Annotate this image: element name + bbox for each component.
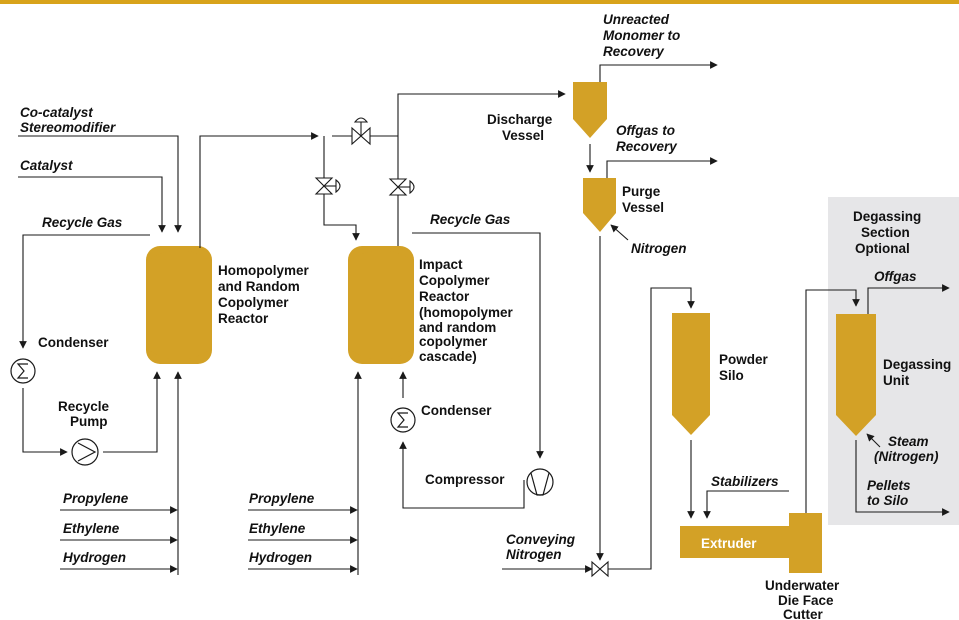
nitrogen-label: Nitrogen	[631, 241, 687, 256]
propylene-left-label: Propylene	[63, 491, 129, 506]
recycle-pump-label-2: Pump	[70, 414, 108, 429]
degassing-unit-label-2: Unit	[883, 373, 910, 388]
recycle-pump-label-1: Recycle	[58, 399, 110, 414]
offgas-label: Offgas	[874, 269, 917, 284]
stereomodifier-label: Stereomodifier	[20, 120, 116, 135]
impact-label-2: Copolymer	[419, 273, 490, 288]
recycle-gas-left-line	[19, 234, 150, 349]
conveying-to-silo-line	[608, 287, 695, 570]
unreacted-label-2: Monomer to	[603, 28, 680, 43]
cocatalyst-feed-line	[18, 135, 182, 233]
recycle-gas-right-label: Recycle Gas	[430, 212, 511, 227]
impact-label-1: Impact	[419, 257, 463, 272]
unreacted-monomer-line	[599, 61, 718, 82]
conveying-label-1: Conveying	[506, 532, 576, 547]
impact-label-3: Reactor	[419, 289, 470, 304]
valve-vertical-left-icon	[314, 177, 341, 195]
purge-label-1: Purge	[622, 184, 661, 199]
discharge-label-2: Vessel	[502, 128, 544, 143]
catalyst-feed-line	[18, 176, 166, 233]
homopolymer-label-2: and Random	[218, 279, 300, 294]
steam-label-1: Steam	[888, 434, 929, 449]
offgas-recovery-label-1: Offgas to	[616, 123, 675, 138]
impact-label-5: and random	[419, 320, 496, 335]
recycle-gas-right-line	[412, 232, 544, 459]
condenser-left-label: Condenser	[38, 335, 109, 350]
extruder-block	[680, 526, 790, 558]
homopolymer-label-3: Copolymer	[218, 295, 289, 310]
homopolymer-label-4: Reactor	[218, 311, 269, 326]
degassing-section-label-3: Optional	[855, 241, 910, 256]
pellets-out-line	[855, 440, 950, 516]
purge-vessel	[583, 178, 616, 232]
cutter-to-degassing-line	[805, 289, 860, 513]
unreacted-label-3: Recovery	[603, 44, 665, 59]
impact-label-7: cascade)	[419, 349, 477, 364]
reactor1-outlet-line	[199, 132, 319, 248]
compressor-icon	[526, 468, 554, 496]
recycle-pump-icon	[71, 438, 99, 466]
compressor-return-line	[399, 441, 525, 509]
nitrogen-in-arrow	[610, 224, 629, 241]
offgas-recovery-label-2: Recovery	[616, 139, 678, 154]
homopolymer-label-1: Homopolymer	[218, 263, 310, 278]
powder-silo	[672, 313, 710, 435]
conveying-valve-icon	[591, 560, 609, 578]
powder-silo-label-2: Silo	[719, 368, 744, 383]
impact-label-4: (homopolymer	[419, 305, 514, 320]
underwater-cutter-block	[789, 513, 822, 573]
purge-label-2: Vessel	[622, 200, 664, 215]
impact-copolymer-reactor-vessel	[348, 246, 414, 364]
degassing-section-label-2: Section	[861, 225, 910, 240]
cutter-label-3: Cutter	[783, 607, 823, 620]
valve-horizontal-icon	[351, 117, 371, 146]
ethylene-right-label: Ethylene	[249, 521, 306, 536]
conveying-label-2: Nitrogen	[506, 547, 562, 562]
cutter-label-1: Underwater	[765, 578, 840, 593]
condenser-left-icon	[10, 358, 36, 384]
pellets-label-1: Pellets	[867, 478, 911, 493]
powder-silo-label-1: Powder	[719, 352, 769, 367]
condenser-right-icon	[390, 407, 416, 433]
degassing-section-label-1: Degassing	[853, 209, 921, 224]
condenser-to-pump-line	[22, 388, 68, 456]
pellets-label-2: to Silo	[867, 493, 908, 508]
hydrogen-right-label: Hydrogen	[249, 550, 312, 565]
catalyst-label: Catalyst	[20, 158, 73, 173]
impact-label-6: copolymer	[419, 334, 488, 349]
steam-in-arrow	[866, 433, 881, 448]
offgas-recovery-line	[606, 157, 718, 178]
discharge-label-1: Discharge	[487, 112, 553, 127]
propylene-right-label: Propylene	[249, 491, 315, 506]
ethylene-left-label: Ethylene	[63, 521, 120, 536]
degassing-unit	[836, 314, 876, 436]
stabilizers-line	[703, 490, 789, 519]
top-accent-bar	[0, 0, 959, 4]
unreacted-label-1: Unreacted	[603, 12, 670, 27]
condenser-right-label: Condenser	[421, 403, 492, 418]
hydrogen-left-label: Hydrogen	[63, 550, 126, 565]
discharge-vessel	[573, 82, 607, 138]
compressor-label: Compressor	[425, 472, 505, 487]
stabilizers-label: Stabilizers	[711, 474, 779, 489]
homopolymer-reactor-vessel	[146, 246, 212, 364]
degassing-unit-label-1: Degassing	[883, 357, 951, 372]
offgas-out-line	[867, 284, 950, 314]
pump-to-reactor-line	[103, 371, 161, 453]
extruder-label: Extruder	[701, 536, 757, 551]
steam-label-2: (Nitrogen)	[874, 449, 939, 464]
recycle-gas-left-label: Recycle Gas	[42, 215, 123, 230]
cutter-label-2: Die Face	[778, 593, 834, 608]
cocatalyst-label: Co-catalyst	[20, 105, 93, 120]
valve-vertical-right-icon	[388, 178, 415, 196]
